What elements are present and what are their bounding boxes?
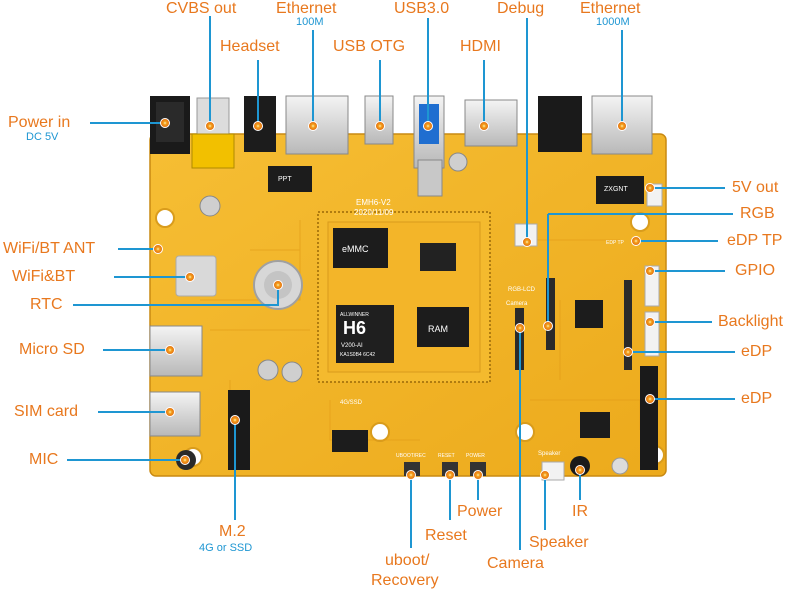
label-gpio: GPIO xyxy=(735,262,776,279)
pmic-chip xyxy=(268,166,312,192)
gpio-header xyxy=(640,366,658,470)
label-mic: MIC xyxy=(29,451,59,468)
label-wifi-bt: WiFi&BT xyxy=(12,268,76,285)
speaker-silk: Speaker xyxy=(538,451,560,457)
cvbs-connector xyxy=(191,97,235,169)
label-sim-card: SIM card xyxy=(14,403,79,420)
edp-tp-silk: EDP TP xyxy=(606,240,625,246)
lower-right-chip xyxy=(580,412,610,438)
soc-sub1-text: V200-AI xyxy=(341,343,363,349)
reset-silk: RESET xyxy=(438,453,455,459)
ram-text: RAM xyxy=(428,324,448,334)
marker-dots xyxy=(153,118,655,480)
label-edp-1: eDP xyxy=(741,343,773,360)
label-ir: IR xyxy=(572,503,588,520)
label-rgb: RGB xyxy=(740,205,775,222)
soc-brand-text: ALLWINNER xyxy=(340,312,369,318)
som-small-chip xyxy=(420,243,456,271)
sublabel-power-in: DC 5V xyxy=(26,131,59,143)
emmc-chip xyxy=(333,228,388,268)
led xyxy=(611,457,629,475)
right-chip xyxy=(575,300,603,328)
camera-silk: Camera xyxy=(506,301,528,307)
label-usb-otg: USB OTG xyxy=(333,38,406,55)
uboot-silk: UBOOT/REC xyxy=(396,453,426,459)
label-edp-tp: eDP TP xyxy=(727,232,783,249)
label-camera: Camera xyxy=(487,555,544,572)
label-headset: Headset xyxy=(220,38,280,55)
label-edp-2: eDP xyxy=(741,390,773,407)
label-5v-out: 5V out xyxy=(732,179,779,196)
label-m2: M.2 xyxy=(219,523,246,540)
sublabel-m2: 4G or SSD xyxy=(199,542,253,554)
label-recovery: Recovery xyxy=(371,572,439,589)
board-date: 2020/11/09 xyxy=(354,208,394,217)
power-silk: POWER xyxy=(466,453,485,459)
soc-text: H6 xyxy=(343,318,366,338)
label-wifi-bt-ant: WiFi/BT ANT xyxy=(3,240,96,257)
sublabel-ethernet-100: 100M xyxy=(296,16,324,28)
usb3-port xyxy=(413,95,445,197)
zxgnt-chip xyxy=(596,176,644,204)
label-speaker: Speaker xyxy=(529,534,589,551)
dc-jack xyxy=(150,96,190,154)
soc-sub2-text: KA1S0B4 6C42 xyxy=(340,352,375,358)
silkscreen: EMH6-V2 2020/11/09 eMMC ALLWINNER H6 V20… xyxy=(278,176,628,459)
rgb-lcd-silk: RGB-LCD xyxy=(508,287,536,293)
label-backlight: Backlight xyxy=(718,313,783,330)
label-rtc: RTC xyxy=(30,296,63,313)
hdmi-port xyxy=(464,99,518,147)
ram-chip xyxy=(417,307,469,347)
board-model: EMH6-V2 xyxy=(356,198,391,207)
label-reset: Reset xyxy=(425,527,467,544)
pmic-text: PPT xyxy=(278,176,292,183)
sublabel-ethernet-1000: 1000M xyxy=(596,16,630,28)
leader-lines xyxy=(67,16,735,550)
label-hdmi: HDMI xyxy=(460,38,501,55)
zxgnt-text: ZXGNT xyxy=(604,186,628,193)
label-debug: Debug xyxy=(497,0,545,17)
soc-chip xyxy=(336,305,394,363)
lower-chip xyxy=(332,430,368,452)
label-power-in: Power in xyxy=(8,114,71,131)
label-cvbs-out: CVBS out xyxy=(166,0,237,17)
m2-slot xyxy=(228,390,250,470)
capacitors xyxy=(199,152,468,383)
label-micro-sd: Micro SD xyxy=(19,341,85,358)
label-power: Power xyxy=(457,503,503,520)
emmc-text: eMMC xyxy=(342,244,369,254)
label-uboot: uboot/ xyxy=(385,552,430,569)
label-usb3: USB3.0 xyxy=(394,0,450,17)
ssd-silk: 4G/SSD xyxy=(340,400,363,406)
label-ethernet-100: Ethernet xyxy=(276,0,337,17)
black-connector xyxy=(538,96,582,152)
label-ethernet-1000: Ethernet xyxy=(580,0,641,17)
sim-slot xyxy=(149,391,201,437)
